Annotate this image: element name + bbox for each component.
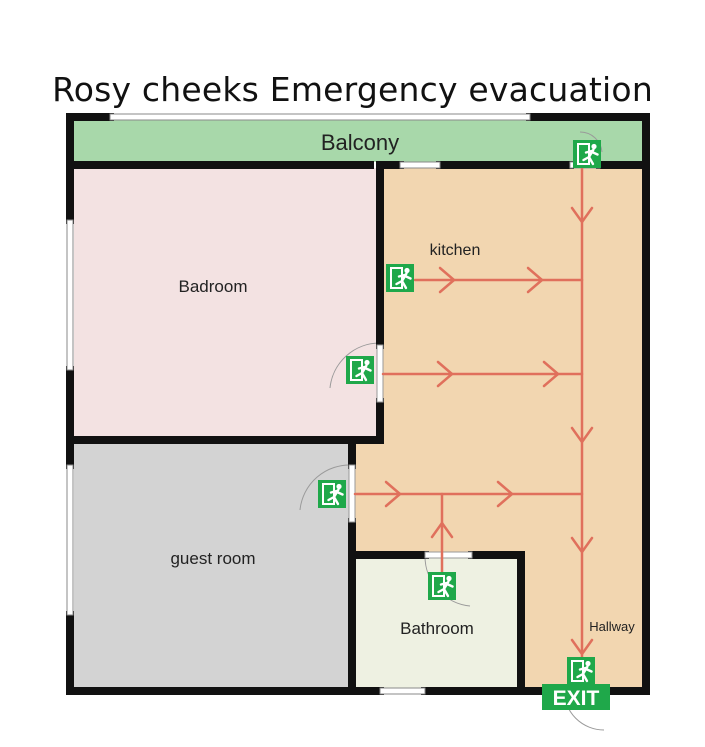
room-fills: [74, 118, 642, 688]
running-man-exit-icon: [384, 262, 416, 294]
running-man-exit-icon: [571, 138, 603, 170]
page-title: Rosy cheeks Emergency evacuation: [52, 70, 653, 109]
arrow-icon: [570, 206, 594, 224]
windows: [66, 113, 531, 695]
arrow-icon: [496, 480, 514, 508]
walls: [66, 113, 650, 695]
running-man-exit-icon: [316, 478, 348, 510]
running-man-exit-icon: [426, 570, 458, 602]
arrow-icon: [438, 266, 456, 294]
arrow-icon: [526, 266, 544, 294]
balcony-label: Balcony: [321, 130, 399, 155]
arrow-icon: [542, 360, 560, 388]
balcony-area: [74, 118, 642, 162]
running-man-exit-icon: [344, 354, 376, 386]
bedroom-label: Badroom: [179, 277, 248, 296]
arrow-icon: [436, 360, 454, 388]
bathroom-label: Bathroom: [400, 619, 474, 638]
guest-room-label: guest room: [170, 549, 255, 568]
arrow-icon: [570, 536, 594, 554]
hallway-label: Hallway: [589, 619, 635, 634]
evacuation-routes: [353, 166, 594, 660]
arrow-icon: [430, 521, 454, 539]
arrow-icon: [570, 638, 594, 656]
exit-sign-label: EXIT: [553, 687, 600, 710]
arrow-icon: [570, 426, 594, 444]
guest-room-area: [74, 438, 352, 688]
arrow-icon: [384, 480, 402, 508]
bedroom-area: [74, 168, 380, 438]
exit-sign: [542, 684, 610, 710]
kitchen-label: kitchen: [430, 242, 481, 259]
corridor-area: [352, 168, 642, 688]
running-man-exit-icon: [565, 655, 597, 687]
